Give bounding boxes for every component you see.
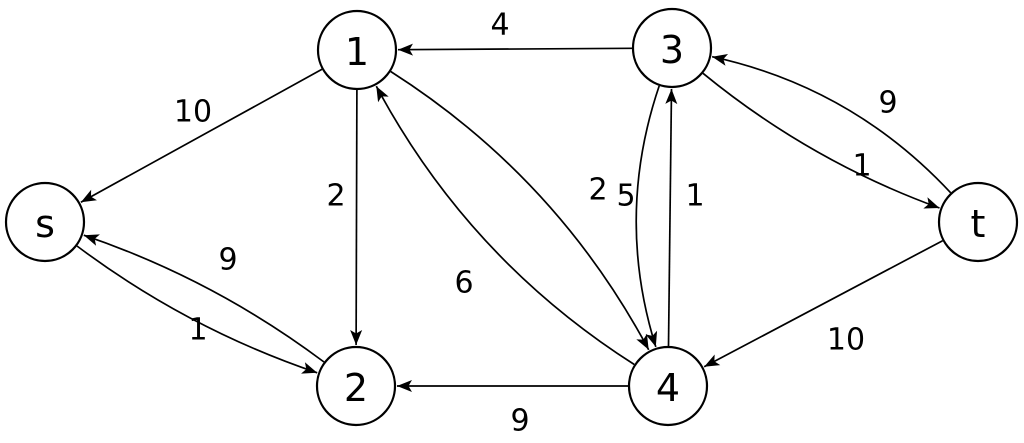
edge-4-to-1 [375, 85, 635, 366]
node-1: 1 [316, 9, 398, 91]
edge-weight-4-to-1: 6 [454, 266, 473, 301]
node-label-4: 4 [656, 366, 680, 410]
edge-weight-3-to-4: 5 [616, 179, 635, 214]
edge-1-to-s [80, 68, 323, 203]
edge-t-to-3 [711, 54, 952, 194]
edge-weight-1-to-s: 10 [174, 95, 212, 130]
edge-weight-t-to-3: 9 [878, 86, 897, 121]
edge-weight-1-to-4: 2 [588, 173, 607, 208]
edge-t-to-4 [703, 239, 943, 368]
node-label-3: 3 [660, 28, 684, 72]
edge-1-to-4 [390, 70, 650, 351]
node-3: 3 [631, 7, 713, 89]
node-4: 4 [627, 345, 709, 427]
edge-3-to-t [702, 72, 940, 209]
edge-4-to-3 [665, 88, 678, 347]
edge-weight-4-to-2: 9 [510, 404, 529, 439]
edge-weight-t-to-4: 10 [827, 323, 865, 358]
node-label-t: t [971, 202, 986, 246]
edge-s-to-2 [76, 245, 318, 374]
node-circle-4 [627, 345, 709, 427]
edge-1-to-2 [350, 89, 363, 346]
edge-2-to-s [83, 234, 325, 363]
edge-weight-4-to-3: 1 [685, 179, 704, 214]
node-label-2: 2 [344, 366, 368, 410]
edge-weight-3-to-t: 1 [852, 149, 871, 184]
node-circle-1 [316, 9, 398, 91]
node-circle-2 [315, 345, 397, 427]
edge-3-to-1 [397, 43, 633, 56]
node-circle-t [937, 181, 1019, 263]
edge-weight-s-to-2: 1 [188, 313, 207, 348]
edge-weight-1-to-2: 2 [326, 179, 345, 214]
node-s: s [4, 181, 86, 263]
node-t: t [937, 181, 1019, 263]
edge-3-to-4 [635, 85, 661, 348]
node-2: 2 [315, 345, 397, 427]
node-circle-3 [631, 7, 713, 89]
edge-weight-2-to-s: 9 [218, 243, 237, 278]
edge-weight-3-to-1: 4 [490, 8, 509, 43]
node-label-1: 1 [345, 30, 369, 74]
node-label-s: s [35, 202, 55, 246]
node-circle-s [4, 181, 86, 263]
